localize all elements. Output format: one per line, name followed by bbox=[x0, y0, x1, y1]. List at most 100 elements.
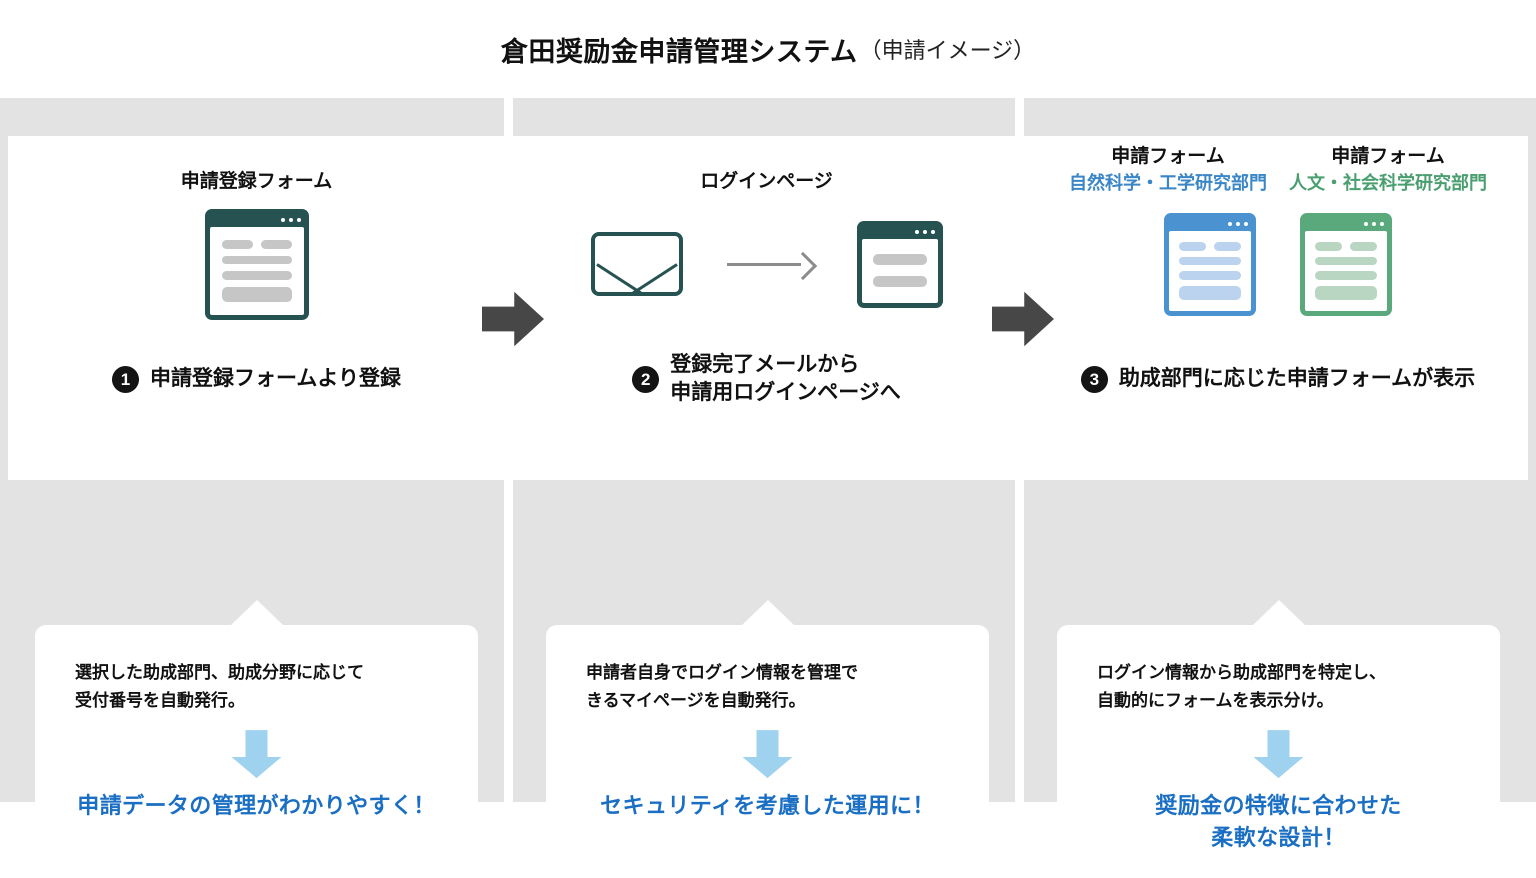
window-titlebar bbox=[1305, 218, 1387, 231]
benefit-card-3-result: 奨励金の特徴に合わせた 柔軟な設計！ bbox=[1087, 790, 1470, 854]
heading-block: 申請登録フォーム bbox=[181, 170, 332, 194]
step-1-caption-text: 申請登録フォームより登録 bbox=[150, 366, 401, 390]
window-titlebar bbox=[210, 214, 304, 227]
desc-line2: 自動的にフォームを表示分け。 bbox=[1097, 690, 1334, 710]
window-dot-icon bbox=[280, 218, 285, 222]
form-field-row bbox=[1315, 241, 1377, 251]
form-field-bar bbox=[1315, 241, 1342, 251]
benefit-card-2: 申請者自身でログイン情報を管理で きるマイページを自動発行。 セキュリティを考慮… bbox=[546, 600, 989, 862]
step-2-icons bbox=[518, 194, 1015, 334]
step-3-head-sub-humanities: 人文・社会科学研究部門 bbox=[1289, 172, 1487, 193]
arrow-glyph bbox=[992, 291, 1054, 347]
window-dot-icon bbox=[1364, 222, 1368, 226]
arrow-down-icon bbox=[1253, 730, 1304, 779]
form-field-bar bbox=[221, 271, 292, 280]
benefit-card-2-result: セキュリティを考慮した運用に！ bbox=[576, 790, 959, 822]
arrow-right-large-icon bbox=[482, 288, 544, 350]
step-1-head-title: 申請登録フォーム bbox=[180, 171, 333, 193]
step-1-headings: 申請登録フォーム bbox=[8, 136, 505, 194]
step-3-head-title-humanities: 申請フォーム bbox=[1331, 145, 1445, 167]
benefit-line1: セキュリティを考慮した運用に！ bbox=[600, 793, 935, 819]
benefit-card-1-result: 申請データの管理がわかりやすく！ bbox=[65, 790, 448, 822]
flow-diagram: 申請登録フォーム bbox=[0, 98, 1536, 878]
flow-step-1: 申請登録フォーム bbox=[8, 136, 505, 480]
form-field-row bbox=[221, 239, 292, 249]
arrow-right-small-icon bbox=[726, 251, 817, 281]
form-field-bar bbox=[1179, 285, 1241, 300]
window-screen bbox=[1169, 230, 1251, 311]
desc-line2: 受付番号を自動発行。 bbox=[75, 690, 245, 710]
card-notch bbox=[740, 600, 795, 626]
window-dot-icon bbox=[1228, 222, 1232, 226]
window-dot-icon bbox=[930, 230, 935, 234]
form-field-bar bbox=[221, 286, 292, 302]
form-field-bar bbox=[1315, 256, 1377, 266]
step-2-caption-line1: 登録完了メールから bbox=[670, 352, 860, 376]
window-titlebar bbox=[862, 226, 938, 239]
benefit-line2: 柔軟な設計！ bbox=[1211, 824, 1346, 850]
step-1-number: 1 bbox=[112, 365, 140, 393]
arrow-glyph bbox=[482, 291, 544, 347]
form-field-bar bbox=[1179, 271, 1241, 280]
heading-block-science: 申請フォーム 自然科学・工学研究部門 bbox=[1069, 145, 1267, 194]
desc-line1: ログイン情報から助成部門を特定し、 bbox=[1097, 663, 1386, 682]
benefit-card-3-description: ログイン情報から助成部門を特定し、 自動的にフォームを表示分け。 bbox=[1087, 659, 1470, 714]
login-window-teal-icon bbox=[856, 220, 943, 308]
window-titlebar bbox=[1169, 218, 1251, 231]
form-window-blue-icon bbox=[1164, 212, 1256, 316]
envelope-icon bbox=[590, 232, 683, 296]
heading-block-humanities: 申請フォーム 人文・社会科学研究部門 bbox=[1289, 145, 1487, 194]
page-title: 倉田奨励金申請管理システム （申請イメージ） bbox=[0, 0, 1536, 98]
step-2-number: 2 bbox=[632, 365, 660, 393]
desc-line1: 選択した助成部門、助成分野に応じて bbox=[75, 663, 364, 682]
arrow-shaft bbox=[726, 263, 801, 266]
benefit-line1: 奨励金の特徴に合わせた bbox=[1155, 793, 1402, 819]
flow-panel: 申請登録フォーム bbox=[8, 136, 1528, 480]
benefit-line1: 申請データの管理がわかりやすく！ bbox=[77, 793, 436, 819]
form-field-bar bbox=[260, 239, 292, 249]
benefit-card-2-description: 申請者自身でログイン情報を管理で きるマイページを自動発行。 bbox=[576, 659, 959, 714]
desc-line2: きるマイページを自動発行。 bbox=[586, 690, 806, 710]
form-field-bar bbox=[1214, 241, 1241, 251]
benefit-card-1: 選択した助成部門、助成分野に応じて 受付番号を自動発行。 申請データの管理がわか… bbox=[35, 600, 478, 862]
card-notch bbox=[229, 600, 284, 626]
step-3-caption: 3 助成部門に応じた申請フォームが表示 bbox=[1028, 334, 1528, 424]
window-screen bbox=[1305, 230, 1387, 311]
login-field-bar bbox=[872, 276, 927, 287]
arrow-down-icon bbox=[742, 730, 793, 779]
form-field-row bbox=[1179, 241, 1241, 251]
step-2-headings: ログインページ bbox=[518, 136, 1015, 194]
heading-block: ログインページ bbox=[700, 170, 833, 194]
flow-step-2: ログインページ bbox=[518, 136, 1015, 480]
form-field-bar bbox=[221, 239, 253, 249]
step-3-number: 3 bbox=[1080, 365, 1108, 393]
step-2-head-title: ログインページ bbox=[700, 171, 833, 193]
step-2-caption-line2: 申請用ログインページへ bbox=[670, 381, 901, 404]
page-title-sub: （申請イメージ） bbox=[859, 38, 1036, 63]
desc-line1: 申請者自身でログイン情報を管理で bbox=[586, 663, 858, 682]
card-notch bbox=[1251, 600, 1306, 626]
window-dot-icon bbox=[922, 230, 927, 234]
form-window-teal-icon bbox=[204, 208, 309, 320]
step-3-icons bbox=[1028, 194, 1528, 334]
form-field-bar bbox=[1179, 241, 1206, 251]
window-dot-icon bbox=[1380, 222, 1384, 226]
window-screen bbox=[209, 226, 304, 315]
window-dot-icon bbox=[1372, 222, 1376, 226]
flow-step-3: 申請フォーム 自然科学・工学研究部門 申請フォーム 人文・社会科学研究部門 bbox=[1028, 136, 1528, 480]
form-field-bar bbox=[1350, 241, 1377, 251]
step-2-caption: 2 登録完了メールから 申請用ログインページへ bbox=[518, 334, 1015, 424]
arrow-down-icon bbox=[231, 730, 282, 779]
form-field-bar bbox=[1315, 271, 1377, 280]
form-window-green-icon bbox=[1300, 212, 1392, 316]
window-dot-icon bbox=[288, 218, 293, 222]
step-3-headings: 申請フォーム 自然科学・工学研究部門 申請フォーム 人文・社会科学研究部門 bbox=[1028, 136, 1528, 194]
window-dot-icon bbox=[914, 230, 919, 234]
step-1-icons bbox=[8, 194, 505, 334]
arrow-right-large-icon bbox=[992, 288, 1054, 350]
arrow-head bbox=[788, 251, 817, 281]
window-screen bbox=[861, 238, 938, 303]
login-field-bar bbox=[872, 254, 927, 265]
form-field-bar bbox=[1315, 285, 1377, 300]
window-dot-icon bbox=[1244, 222, 1248, 226]
